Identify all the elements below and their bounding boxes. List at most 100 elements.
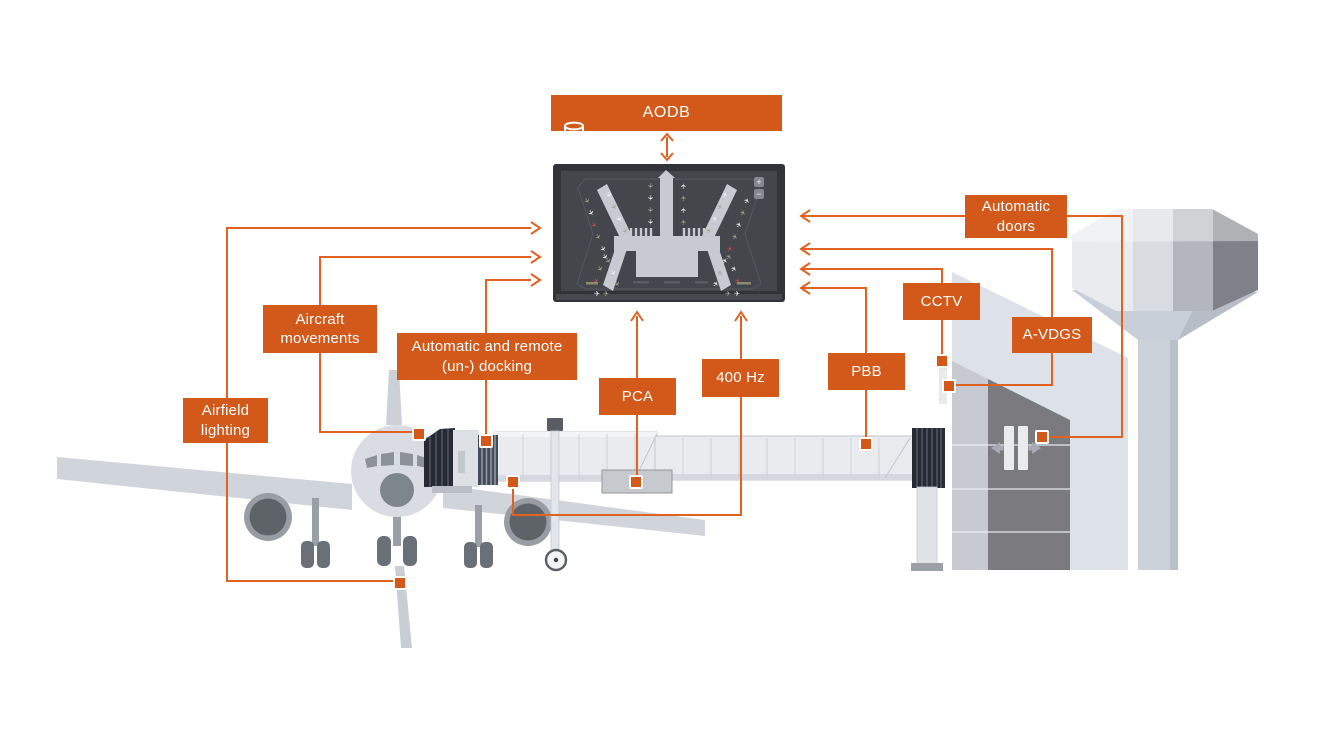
airfield-lighting-marker	[393, 576, 407, 590]
pca-label: PCA	[599, 378, 676, 415]
gate-aircraft-icon: ✈	[738, 208, 748, 217]
landing-gear	[301, 498, 493, 568]
gate-aircraft-icon: ✈	[593, 232, 603, 241]
cctv-camera-marker	[935, 354, 949, 368]
airfield-lighting-links	[226, 221, 542, 582]
gate-aircraft-icon: ✈	[600, 252, 610, 261]
docking-marker	[479, 434, 493, 448]
cctv-label: CCTV	[903, 283, 980, 320]
bridge-cab	[453, 430, 479, 487]
400hz-marker	[506, 475, 520, 489]
avdgs-label: A-VDGS	[1012, 317, 1092, 353]
gate-aircraft-icon: ✈	[680, 207, 688, 213]
gate-aircraft-icon: ✈	[594, 290, 600, 298]
terminal-map-silhouette	[597, 170, 737, 291]
400hz-label: 400 Hz	[702, 359, 779, 397]
aircraft-movements-marker	[412, 427, 426, 441]
hz400-links	[512, 310, 748, 516]
gate-aircraft-icon: ✈	[591, 276, 601, 285]
gate-aircraft-icon: ✈	[742, 196, 752, 205]
gate-aircraft-icon: ✈	[603, 256, 613, 265]
control-tower	[1072, 209, 1258, 570]
gate-aircraft-icon: ✈	[582, 196, 592, 205]
aircraft	[57, 370, 705, 568]
gate-aircraft-icon: ✈	[734, 220, 744, 229]
right-engine	[504, 498, 552, 546]
zoom-out-glyph: −	[756, 189, 761, 199]
sliding-door-right	[1018, 426, 1028, 470]
nose-radome	[380, 473, 414, 507]
zoom-in-glyph: +	[756, 177, 761, 187]
fuselage	[351, 425, 443, 517]
gate-aircraft-icon: ✈	[646, 219, 654, 225]
gate-aircraft-icon: ✈	[680, 219, 688, 225]
gate-aircraft-icon: ✈	[608, 268, 618, 277]
gate-aircraft-icon: ✈	[612, 279, 622, 288]
left-wing	[57, 457, 352, 510]
screen-zoom-controls: + −	[754, 177, 764, 199]
cockpit-windows	[365, 452, 429, 468]
gate-aircraft-icon: ✈	[725, 290, 731, 298]
gate-aircraft-icon: ✈	[680, 183, 688, 189]
gate-aircraft-icon: ✈	[589, 220, 599, 229]
pca-links	[630, 310, 644, 477]
gate-aircraft-icon: ✈	[595, 264, 605, 273]
gate-management-monitor: ✈✈✈✈✈✈✈✈✈✈✈✈✈✈✈✈✈✈✈✈✈✈✈✈✈✈✈✈✈✈✈✈✈✈✈✈✈✈✈✈…	[553, 164, 785, 302]
docking-links	[485, 273, 542, 436]
gate-aircraft-icon: ✈	[680, 195, 688, 201]
gate-aircraft-icon: ✈	[715, 202, 725, 211]
auto-docking-label: Automatic and remote (un-) docking	[397, 333, 577, 380]
gate-aircraft-icon: ✈	[609, 202, 619, 211]
avdgs-unit-marker	[942, 379, 956, 393]
doors-links	[799, 209, 1123, 438]
sliding-door-left	[1004, 426, 1014, 470]
pca-marker	[629, 475, 643, 489]
gate-aircraft-icon: ✈	[604, 190, 614, 199]
gate-aircraft-icon: ✈	[646, 195, 654, 201]
gate-aircraft-icon: ✈	[715, 268, 725, 277]
gate-aircraft-icon: ✈	[614, 214, 624, 223]
database-icon	[561, 100, 587, 153]
tail-fin	[386, 370, 402, 425]
gate-aircraft-icon: ✈	[720, 190, 730, 199]
gate-aircraft-icon: ✈	[598, 244, 608, 253]
tower-cab	[1072, 209, 1258, 311]
gate-aircraft-icon: ✈	[734, 290, 740, 298]
gate-aircraft-icon: ✈	[725, 244, 735, 253]
pbb-links	[799, 281, 867, 439]
connector-lines	[226, 132, 1123, 582]
screen-zoom-in-button	[754, 177, 764, 187]
automatic-doors-marker	[1035, 430, 1049, 444]
gate-aircraft-icon: ✈	[729, 264, 739, 273]
aircraft-movements-label: Aircraft movements	[263, 305, 377, 353]
gate-aircraft-icon: ✈	[603, 290, 609, 298]
gate-aircraft-icon: ✈	[646, 207, 654, 213]
gate-aircraft-icon: ✈	[730, 232, 740, 241]
gate-aircraft-icons: ✈✈✈✈✈✈✈✈✈✈✈✈✈✈✈✈✈✈✈✈✈✈✈✈✈✈✈✈✈✈✈✈✈✈✈✈✈✈✈✈…	[582, 183, 752, 298]
bridge-support-wheel	[544, 418, 568, 572]
gate-aircraft-icon: ✈	[586, 208, 596, 217]
airfield-lighting-label: Airfield lighting	[183, 398, 268, 443]
gate-aircraft-icon: ✈	[704, 226, 714, 235]
pbb-marker	[859, 437, 873, 451]
right-wing	[443, 485, 705, 536]
aircraft-movements-links	[319, 250, 542, 433]
screen-zoom-out-button	[754, 189, 764, 199]
aodb-box: AODB	[551, 95, 782, 145]
door-direction-arrows-icon	[991, 442, 1041, 454]
gate-aircraft-icon: ✈	[724, 252, 734, 261]
pbb-label: PBB	[828, 353, 905, 390]
building-end-bellows	[911, 428, 945, 571]
gate-aircraft-icon: ✈	[733, 276, 743, 285]
avdgs-links	[799, 242, 1053, 386]
gate-aircraft-icon: ✈	[711, 279, 721, 288]
automatic-doors-label: Automatic doors	[965, 195, 1067, 238]
left-engine	[244, 493, 292, 541]
cctv-links	[799, 262, 943, 356]
gate-aircraft-icon: ✈	[646, 183, 654, 189]
aodb-label: AODB	[642, 103, 691, 121]
gate-aircraft-icon: ✈	[710, 214, 720, 223]
aodb-monitor-link	[660, 132, 674, 162]
gate-aircraft-icon: ✈	[620, 226, 630, 235]
